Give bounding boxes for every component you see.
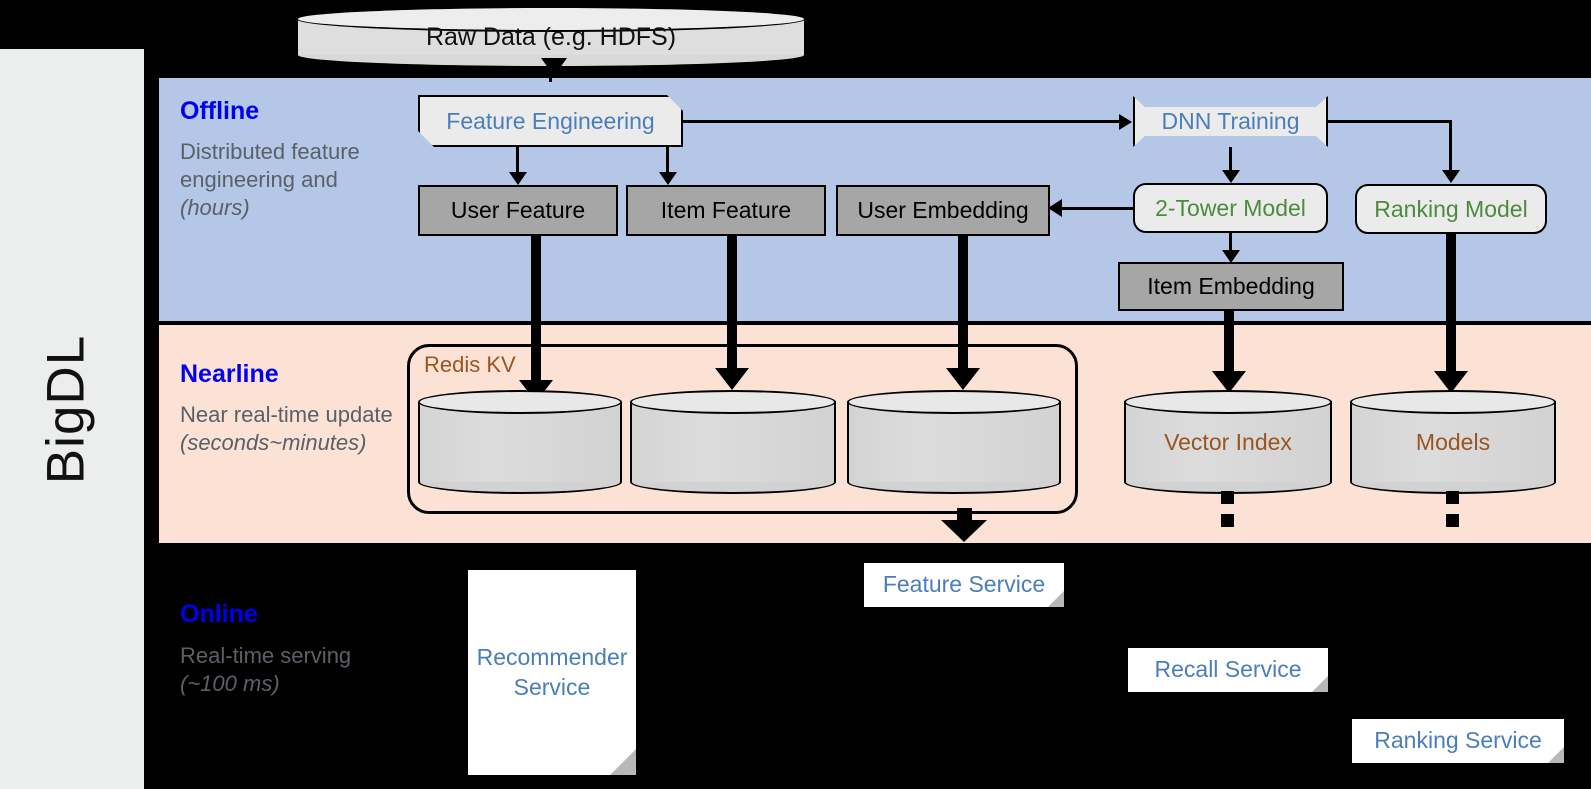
pipe-itemfeature-store xyxy=(727,236,737,376)
arrowhead-twotower-itemembedding xyxy=(1222,250,1240,263)
nearline-title: Nearline xyxy=(180,360,279,388)
offline-description: Distributed feature engineering and (hou… xyxy=(180,138,405,222)
dash-vectorindex-1 xyxy=(1221,491,1234,504)
offline-description-italic: (hours) xyxy=(180,195,250,221)
node-ranking-model-label: Ranking Model xyxy=(1374,195,1528,222)
node-ranking-service-label: Ranking Service xyxy=(1374,727,1542,754)
node-recommender-service[interactable]: Recommender Service xyxy=(468,570,636,775)
node-user-embedding[interactable]: User Embedding xyxy=(836,185,1050,236)
offline-title: Offline xyxy=(180,97,260,125)
cylinder-body xyxy=(847,402,1061,482)
arrowhead-fe-itemfeature xyxy=(659,172,677,185)
edge-fe-dnn xyxy=(683,120,1120,123)
pipe-userfeature-store xyxy=(531,236,541,388)
pipe-rankingmodel-models xyxy=(1446,234,1456,379)
node-feature-service-label: Feature Service xyxy=(882,571,1046,598)
arrowhead-redis-featureservice xyxy=(941,520,987,542)
node-feature-engineering-label: Feature Engineering xyxy=(446,107,655,134)
node-item-embedding-label: Item Embedding xyxy=(1147,273,1315,300)
edge-dnn-rankingmodel-v xyxy=(1449,120,1452,172)
arrowhead-rawdata-fe xyxy=(541,58,567,76)
store-models-label: Models xyxy=(1415,428,1491,455)
node-recall-service[interactable]: Recall Service xyxy=(1128,648,1328,692)
online-description: Real-time serving (~100 ms) xyxy=(180,642,405,698)
nearline-description-text: Near real-time update xyxy=(180,402,393,427)
store-vector-index[interactable]: Vector Index xyxy=(1124,390,1332,494)
cylinder-body xyxy=(1124,402,1332,482)
nearline-description: Near real-time update (seconds~minutes) xyxy=(180,401,405,457)
dash-vectorindex-2 xyxy=(1221,514,1234,527)
node-feature-engineering[interactable]: Feature Engineering xyxy=(418,95,683,147)
arrowhead-rankingmodel-models xyxy=(1434,371,1468,393)
dash-models-2 xyxy=(1446,514,1459,527)
edge-dnn-twotower xyxy=(1229,147,1232,172)
node-item-feature-label: Item Feature xyxy=(660,197,792,224)
dash-models-1 xyxy=(1446,491,1459,504)
cylinder-top xyxy=(296,6,806,32)
raw-data-label: Raw Data (e.g. HDFS) xyxy=(425,22,677,51)
cylinder-top xyxy=(418,390,622,414)
store-user-feature-label xyxy=(418,390,622,494)
edge-fe-userfeature xyxy=(516,147,519,174)
edge-twotower-userembedding xyxy=(1062,207,1134,210)
store-item-feature[interactable] xyxy=(630,390,836,494)
online-description-text: Real-time serving xyxy=(180,643,352,668)
arrowhead-itemfeature-store xyxy=(715,368,749,390)
offline-band: Offline Distributed feature engineering … xyxy=(159,78,1591,321)
cylinder-top xyxy=(1124,390,1332,414)
node-recall-service-label: Recall Service xyxy=(1154,656,1302,683)
node-user-feature-label: User Feature xyxy=(450,197,586,224)
nearline-description-italic: (seconds~minutes) xyxy=(180,430,367,456)
arrowhead-twotower-userembedding xyxy=(1048,199,1062,217)
online-description-italic: (~100 ms) xyxy=(180,671,280,697)
bigdl-rail: BigDL xyxy=(0,49,144,789)
redis-kv-container[interactable] xyxy=(407,344,1078,514)
dash-redis-featureservice xyxy=(957,508,972,523)
node-item-feature[interactable]: Item Feature xyxy=(626,185,826,236)
edge-dnn-rankingmodel-h xyxy=(1327,120,1452,123)
raw-data-source[interactable]: Raw Data (e.g. HDFS) xyxy=(296,6,806,68)
node-dnn-training-label: DNN Training xyxy=(1161,108,1300,135)
store-user-embedding-label xyxy=(847,390,1061,494)
node-item-embedding[interactable]: Item Embedding xyxy=(1118,262,1344,311)
store-item-feature-label xyxy=(630,390,836,494)
node-two-tower-model[interactable]: 2-Tower Model xyxy=(1133,183,1328,233)
redis-kv-label: Redis KV xyxy=(424,352,516,377)
pipe-userembedding-store xyxy=(958,236,968,376)
node-recommender-service-label: Recommender Service xyxy=(476,643,628,700)
arrowhead-fe-userfeature xyxy=(509,172,527,185)
arrowhead-userembedding-store xyxy=(946,368,980,390)
node-ranking-service[interactable]: Ranking Service xyxy=(1352,719,1564,763)
arrowhead-itemembedding-vectorindex xyxy=(1212,371,1246,393)
node-two-tower-model-label: 2-Tower Model xyxy=(1155,194,1306,221)
cylinder-top xyxy=(630,390,836,414)
edge-twotower-itemembedding xyxy=(1229,233,1232,253)
cylinder-top xyxy=(1350,390,1556,414)
online-title: Online xyxy=(180,600,258,628)
arrowhead-fe-dnn xyxy=(1119,114,1132,130)
cylinder-top xyxy=(847,390,1061,414)
store-vector-index-label: Vector Index xyxy=(1164,428,1292,455)
bigdl-brand-label: BigDL xyxy=(36,334,96,485)
cylinder-body xyxy=(630,402,836,482)
pipe-itemembedding-vectorindex xyxy=(1224,311,1234,379)
store-models[interactable]: Models xyxy=(1350,390,1556,494)
node-user-feature[interactable]: User Feature xyxy=(418,185,618,236)
arrowhead-dnn-rankingmodel xyxy=(1442,170,1460,183)
arrowhead-dnn-twotower xyxy=(1222,170,1240,183)
cylinder-body xyxy=(418,402,622,482)
offline-description-text: Distributed feature engineering and xyxy=(180,139,360,193)
store-user-embedding[interactable] xyxy=(847,390,1061,494)
store-user-feature[interactable] xyxy=(418,390,622,494)
node-user-embedding-label: User Embedding xyxy=(857,197,1029,224)
cylinder-body xyxy=(1350,402,1556,482)
node-ranking-model[interactable]: Ranking Model xyxy=(1355,184,1547,234)
edge-fe-itemfeature xyxy=(666,147,669,174)
node-feature-service[interactable]: Feature Service xyxy=(864,563,1064,607)
